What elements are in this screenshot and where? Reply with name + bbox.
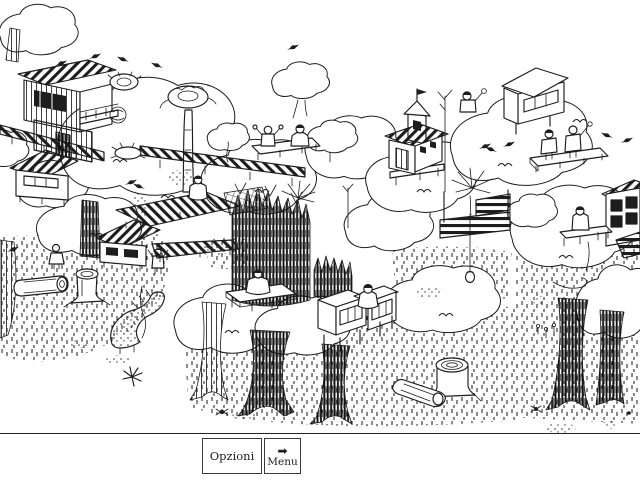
small-cabin[interactable]	[95, 219, 169, 275]
long-necked-creature[interactable]	[110, 289, 165, 355]
standing-figure[interactable]	[540, 129, 558, 161]
scene-illustration	[0, 3, 640, 433]
chapel-treehouse[interactable]	[384, 88, 449, 186]
right-arrow-icon: ➡	[277, 444, 288, 459]
sitting-figure-on-roof[interactable]	[357, 284, 379, 310]
figure-at-parquet[interactable]	[188, 175, 208, 201]
gabled-cabin[interactable]	[9, 149, 79, 207]
palm-fronds	[281, 167, 493, 216]
hanging-lantern[interactable]	[464, 213, 476, 284]
tree-stump-left[interactable]	[63, 268, 111, 308]
critters-and-tufts[interactable]	[122, 322, 631, 416]
bird-nests[interactable]	[107, 71, 217, 160]
table-far-right[interactable]	[559, 206, 613, 247]
cheering-figure[interactable]	[252, 124, 284, 147]
sapling-thicket[interactable]	[223, 182, 353, 307]
fallen-log-left[interactable]	[13, 275, 69, 297]
figure-bottom-left[interactable]	[48, 243, 65, 270]
menu-button[interactable]: ➡ Menu	[264, 438, 301, 474]
waving-figure[interactable]	[564, 121, 593, 159]
figure-on-canopy[interactable]	[459, 88, 487, 113]
dot-clusters	[70, 170, 619, 433]
platform-sitting-figure[interactable]	[225, 269, 297, 312]
right-edge-house[interactable]	[601, 179, 640, 259]
stilt-cabin[interactable]	[501, 67, 569, 135]
options-button-label: Opzioni	[209, 449, 255, 463]
sitting-round-figure[interactable]	[290, 124, 310, 147]
scene-canvas[interactable]	[0, 0, 640, 434]
twin-stilt-cabins[interactable]	[317, 284, 399, 352]
picnic-platform-center[interactable]	[251, 124, 321, 161]
stump-and-log-center[interactable]	[392, 357, 482, 408]
menu-button-label: Menu	[267, 456, 298, 469]
rope-bridges[interactable]	[439, 189, 511, 239]
picnic-platform-right[interactable]	[529, 121, 609, 173]
options-button[interactable]: Opzioni	[202, 438, 262, 474]
